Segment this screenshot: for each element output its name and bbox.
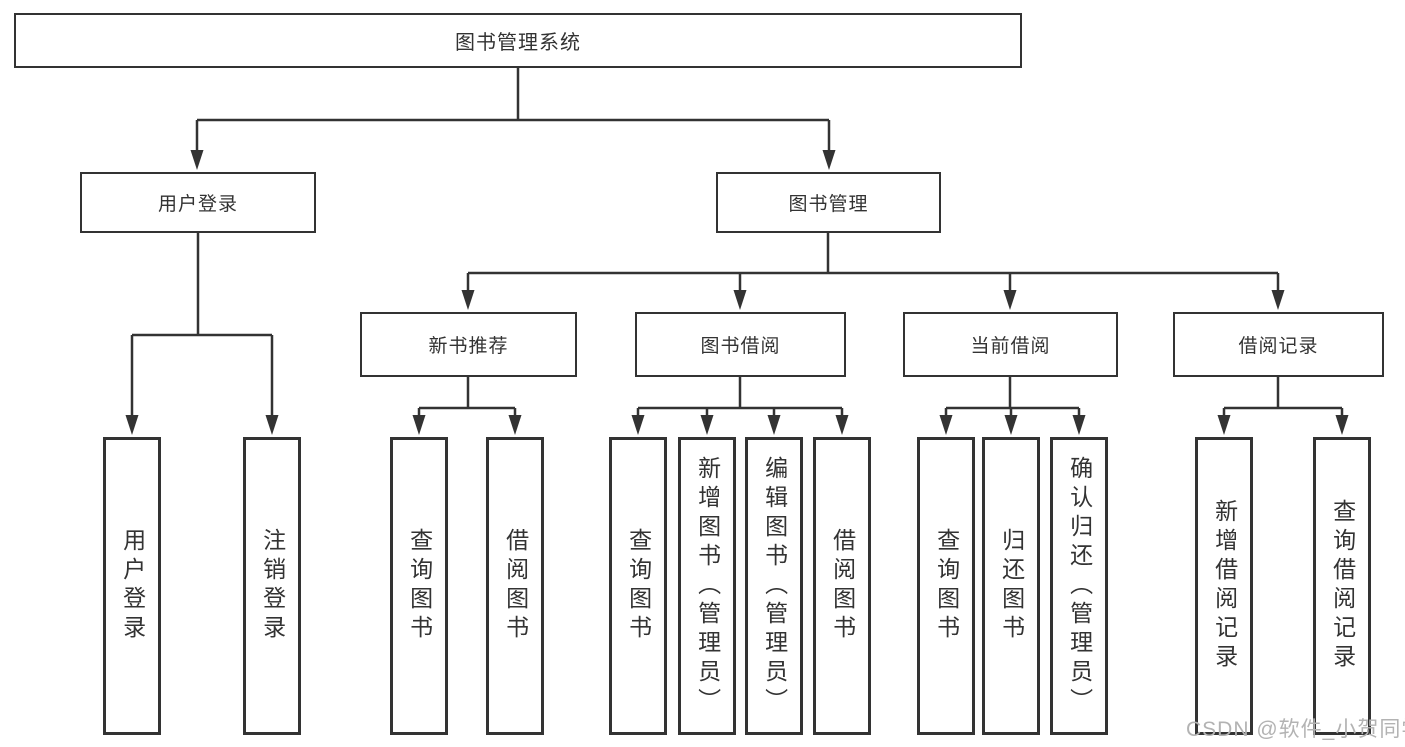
leaf-borrow-book-borrow: 借阅图书 [813,437,871,735]
node-new-book-recommend: 新书推荐 [360,312,577,377]
node-user-login-label: 用户登录 [157,194,238,215]
arrowheads [125,150,1349,435]
csdn-watermark: CSDN @软件_小贺同学 [1186,718,1405,741]
leaf-add-book-admin-label: 新增图书（管理员） [694,455,721,717]
node-new-book-recommend-label: 新书推荐 [428,336,509,357]
leaf-borrow-book-borrow-label: 借阅图书 [829,528,856,644]
node-book-management-label: 图书管理 [788,194,869,215]
leaf-borrow-book-recommend: 借阅图书 [486,437,544,735]
leaf-edit-book-admin: 编辑图书（管理员） [745,437,803,735]
leaf-add-borrow-record-label: 新增借阅记录 [1211,499,1238,673]
node-book-borrow: 图书借阅 [635,312,846,377]
leaf-user-login-label: 用户登录 [119,528,146,644]
leaf-query-book-recommend-label: 查询图书 [406,528,433,644]
leaf-query-book-borrow: 查询图书 [609,437,667,735]
leaf-query-borrow-record: 查询借阅记录 [1313,437,1371,735]
node-root-label: 图书管理系统 [455,32,581,54]
node-book-management: 图书管理 [716,172,941,233]
leaf-confirm-return-admin-label: 确认归还（管理员） [1066,455,1093,717]
leaf-add-borrow-record: 新增借阅记录 [1195,437,1253,735]
leaf-query-book-current-label: 查询图书 [933,528,960,644]
leaf-return-book: 归还图书 [982,437,1040,735]
leaf-logout: 注销登录 [243,437,301,735]
leaf-query-borrow-record-label: 查询借阅记录 [1329,499,1356,673]
leaf-query-book-borrow-label: 查询图书 [625,528,652,644]
leaf-add-book-admin: 新增图书（管理员） [678,437,736,735]
leaf-confirm-return-admin: 确认归还（管理员） [1050,437,1108,735]
node-book-borrow-label: 图书借阅 [700,336,781,357]
node-root: 图书管理系统 [14,13,1022,68]
node-borrow-records: 借阅记录 [1173,312,1384,377]
node-borrow-records-label: 借阅记录 [1238,336,1319,357]
leaf-user-login: 用户登录 [103,437,161,735]
leaf-query-book-recommend: 查询图书 [390,437,448,735]
leaf-edit-book-admin-label: 编辑图书（管理员） [761,455,788,717]
leaf-query-book-current: 查询图书 [917,437,975,735]
leaf-logout-label: 注销登录 [259,528,286,644]
leaf-return-book-label: 归还图书 [998,528,1025,644]
node-current-borrow-label: 当前借阅 [970,336,1051,357]
node-current-borrow: 当前借阅 [903,312,1118,377]
leaf-borrow-book-recommend-label: 借阅图书 [502,528,529,644]
node-user-login: 用户登录 [80,172,316,233]
